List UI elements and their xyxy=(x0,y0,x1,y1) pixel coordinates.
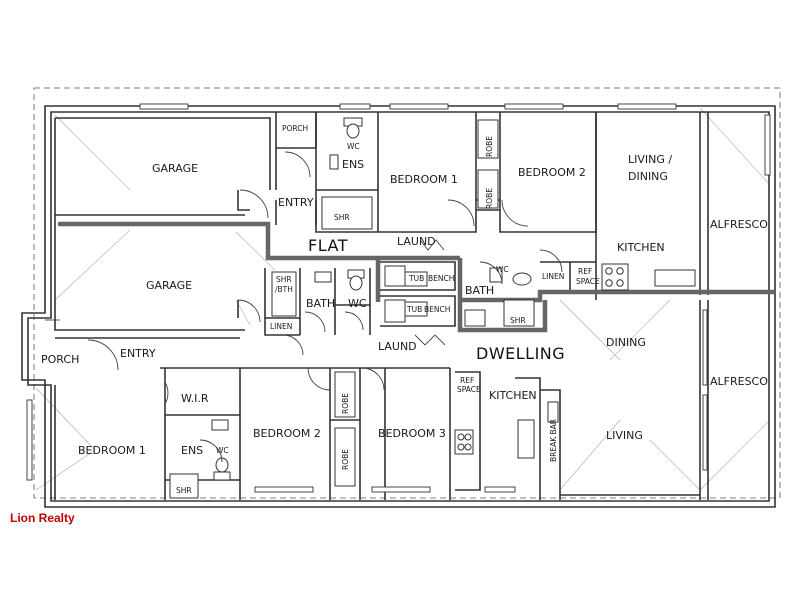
flat-alfresco-label: ALFRESCO xyxy=(710,218,768,231)
fixtures xyxy=(169,117,696,499)
flat-labels: GARAGE GARAGE PORCH ENTRY ENS WC SHR BED… xyxy=(146,124,768,325)
dwelling-alfresco-label: ALFRESCO xyxy=(710,375,768,388)
dwelling-ref-space-line1: REF xyxy=(460,376,474,385)
flat-shr-bath-label: SHR xyxy=(510,316,526,325)
dwelling-tub-label: TUB xyxy=(406,305,422,314)
flat-wc-ens-label: WC xyxy=(347,142,360,151)
dwelling-shr-bth-line1: SHR xyxy=(276,275,292,284)
doors xyxy=(45,151,563,463)
dwelling-living-label: LIVING xyxy=(606,429,643,442)
dwelling-labels: SHR /BTH BATH WC LINEN TUB BENCH LAUND D… xyxy=(41,275,768,495)
flat-ref-space-line1: REF xyxy=(578,267,592,276)
flat-laund-label: LAUND xyxy=(397,235,436,248)
dwelling-bedroom1-label: BEDROOM 1 xyxy=(78,444,146,457)
dwelling-laund-label: LAUND xyxy=(378,340,417,353)
windows xyxy=(26,103,771,493)
flat-living-dining-line2: DINING xyxy=(628,170,668,183)
dwelling-wc-ens-label: WC xyxy=(216,446,229,455)
roof-lines xyxy=(35,107,771,491)
site-boundary xyxy=(33,87,781,499)
flat-garage-top-label: GARAGE xyxy=(152,162,198,175)
flat-shr-ens-label: SHR xyxy=(334,213,350,222)
flat-bench-label: BENCH xyxy=(428,274,454,283)
flat-porch-label: PORCH xyxy=(282,124,308,133)
flat-bedroom2-label: BEDROOM 2 xyxy=(518,166,586,179)
zone-flat-label: FLAT xyxy=(308,236,348,255)
flat-kitchen-label: KITCHEN xyxy=(617,241,665,254)
dwelling-porch-label: PORCH xyxy=(41,353,79,366)
dwelling-bench-label: BENCH xyxy=(424,305,450,314)
zone-dwelling-label: DWELLING xyxy=(476,344,565,363)
flat-living-dining-line1: LIVING / xyxy=(628,153,672,166)
flat-garage-bottom-label: GARAGE xyxy=(146,279,192,292)
flat-entry-label: ENTRY xyxy=(278,196,314,209)
flat-bath-label: BATH xyxy=(465,284,494,297)
dwelling-robe1-label: ROBE xyxy=(341,393,350,414)
walls xyxy=(21,105,776,508)
dwelling-entry-label: ENTRY xyxy=(120,347,156,360)
flat-tub-label: TUB xyxy=(408,274,424,283)
dwelling-bath-label: BATH xyxy=(306,297,335,310)
dwelling-kitchen-label: KITCHEN xyxy=(489,389,537,402)
dwelling-break-bar-label: BREAK BAR xyxy=(549,419,558,462)
dwelling-wir-label: W.I.R xyxy=(181,392,209,405)
dwelling-bedroom3-label: BEDROOM 3 xyxy=(378,427,446,440)
dwelling-robe2-label: ROBE xyxy=(341,449,350,470)
flat-robe2-label: ROBE xyxy=(485,188,494,209)
flat-ref-space-line2: SPACE xyxy=(576,277,600,286)
dwelling-ens-label: ENS xyxy=(181,444,203,457)
dwelling-ref-space-line2: SPACE xyxy=(457,385,481,394)
dwelling-dining-label: DINING xyxy=(606,336,646,349)
flat-wc-bath-label: WC xyxy=(496,265,509,274)
flat-linen-label: LINEN xyxy=(542,272,564,281)
flat-bedroom1-label: BEDROOM 1 xyxy=(390,173,458,186)
flat-ens-label: ENS xyxy=(342,158,364,171)
brand-logo-text: Lion Realty xyxy=(10,511,75,525)
dwelling-wc-label: WC xyxy=(348,297,367,310)
dwelling-shr-bth-line2: /BTH xyxy=(275,285,293,294)
dwelling-shr-ens-label: SHR xyxy=(176,486,192,495)
dwelling-bedroom2-label: BEDROOM 2 xyxy=(253,427,321,440)
dwelling-linen-label: LINEN xyxy=(270,322,292,331)
flat-robe1-label: ROBE xyxy=(485,136,494,157)
